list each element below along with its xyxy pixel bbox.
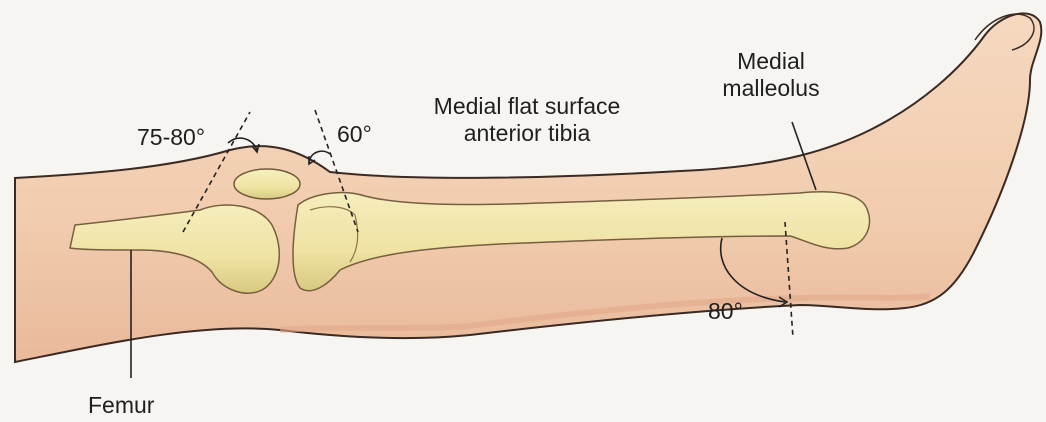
tibia-surface-label: Medial flat surface anterior tibia xyxy=(402,93,652,147)
patella-bone xyxy=(234,169,300,199)
medial-malleolus-label: Medial malleolus xyxy=(716,48,826,102)
medial-malleolus-label-line1: Medial xyxy=(716,48,826,75)
tibia-surface-label-line1: Medial flat surface xyxy=(402,93,652,120)
leg-skin xyxy=(15,13,1041,362)
femur-angle-label: 75-80° xyxy=(137,124,205,151)
tibia-angle-label: 60° xyxy=(337,121,372,148)
tibia-surface-label-line2: anterior tibia xyxy=(402,120,652,147)
ankle-angle-label: 80° xyxy=(708,298,743,325)
femur-label: Femur xyxy=(88,392,154,419)
medial-malleolus-label-line2: malleolus xyxy=(716,75,826,102)
